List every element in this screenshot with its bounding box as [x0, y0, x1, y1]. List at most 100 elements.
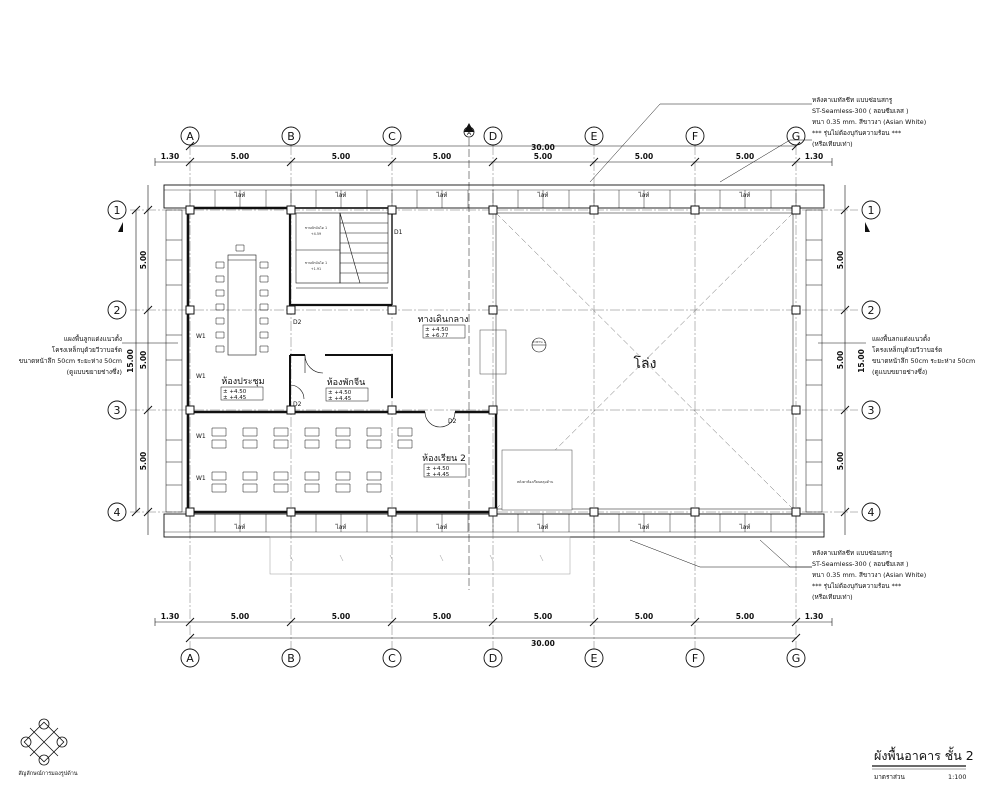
grid-bubble-left-3: 3: [107, 400, 127, 420]
dim-total-right: 15.00: [857, 349, 866, 373]
svg-text:ขนาดหน้าลึก 50cm ระยะห่าง 50cm: ขนาดหน้าลึก 50cm ระยะห่าง 50cm: [19, 357, 122, 365]
svg-text:ไลท์: ไลท์: [537, 523, 549, 531]
dim-bay-left-34: 5.00: [139, 452, 148, 471]
dim-overhang-top-left: 1.30: [161, 152, 180, 161]
tag-d1-stair: D1: [394, 229, 403, 236]
grid-bubble-top-c: C: [382, 126, 402, 146]
svg-text:2: 2: [868, 304, 875, 317]
room-label-meeting: ห้องประชุม: [221, 376, 264, 387]
grid-bubble-top-f: F: [685, 126, 705, 146]
svg-text:1: 1: [868, 204, 875, 217]
shade-fins: [165, 209, 823, 513]
staircase: [295, 212, 389, 289]
void-area: [479, 212, 794, 511]
svg-text:ไลท์: ไลท์: [739, 523, 751, 531]
dim-bay-top-ab: 5.00: [231, 152, 250, 161]
grid-bubble-bottom-d: D: [483, 648, 503, 668]
stair-level-up: +4.59: [311, 232, 321, 236]
tag-w1-classroom-lower: W1: [196, 475, 206, 482]
svg-text:ไลท์: ไลท์: [234, 191, 246, 199]
overhang-strips: [163, 184, 825, 538]
dim-bay-bottom-fg: 5.00: [736, 612, 755, 621]
overhang-panel-labels: ไลท์ ไลท์ ไลท์ ไลท์ ไลท์ ไลท์ ไลท์ ไลท์ …: [234, 191, 751, 531]
columns: [185, 205, 801, 517]
tag-d2-pantry: D2: [293, 401, 302, 408]
grid-bubble-bottom-g: G: [786, 648, 806, 668]
room-label-shelf: หลังคาห้องเรียนคลุมด้าน: [517, 479, 554, 485]
elevation-symbol-logo: สัญลักษณ์การมองรูปด้าน: [18, 718, 78, 777]
tag-d2-classroom: D2: [448, 418, 457, 425]
svg-text:± +4.45: ± +4.45: [426, 472, 450, 478]
scale-value: 1:100: [948, 773, 966, 781]
dim-overhang-bottom-right: 1.30: [805, 612, 824, 621]
grid-bubble-bottom-e: E: [584, 648, 604, 668]
dim-bay-top-fg: 5.00: [736, 152, 755, 161]
drawing-title: ผังพื้นอาคาร ชั้น 2: [874, 746, 974, 763]
svg-text:หนา 0.35 mm. สีขาวงา (Asian Wh: หนา 0.35 mm. สีขาวงา (Asian White): [812, 118, 926, 126]
svg-text:ST-Seamless-300 ( ลอนซีมเลส ): ST-Seamless-300 ( ลอนซีมเลส ): [812, 560, 908, 568]
svg-text:ไลท์: ไลท์: [537, 191, 549, 199]
meeting-chairs: [215, 244, 269, 353]
grid-bubble-top-a: A: [180, 126, 200, 146]
dim-total-left: 15.00: [126, 349, 135, 373]
svg-text:หลังคาเมทัลชีท แบบซ่อนสกรู: หลังคาเมทัลชีท แบบซ่อนสกรู: [812, 96, 893, 104]
svg-text:(หรือเทียบเท่า): (หรือเทียบเท่า): [812, 593, 853, 601]
grid-bubbles: A B C D E F G A B C D E F G 1 2 3 4 1 2 …: [107, 126, 881, 668]
svg-text:(ดูแบบขยายช่างซึ่ง): (ดูแบบขยายช่างซึ่ง): [872, 367, 927, 376]
svg-text:± +4.50: ± +4.50: [328, 390, 352, 396]
svg-text:E: E: [591, 130, 598, 143]
svg-text:F: F: [692, 652, 698, 665]
scale-label: มาตราส่วน: [874, 773, 905, 781]
room-label-classroom: ห้องเรียน 2: [422, 453, 466, 464]
dim-bay-bottom-ab: 5.00: [231, 612, 250, 621]
note-roof-top: หลังคาเมทัลชีท แบบซ่อนสกรู ST-Seamless-3…: [812, 96, 926, 148]
dim-total-bottom: 30.00: [531, 639, 555, 648]
note-shade-right: แผงพื้นลกแต่งแนวตั้ง โครงเหล็กบุด้วยวีวา…: [872, 334, 975, 376]
grid-bubble-top-e: E: [584, 126, 604, 146]
dimension-ticks: [131, 141, 850, 643]
dim-overhang-bottom-left: 1.30: [161, 612, 180, 621]
svg-text:3: 3: [868, 404, 875, 417]
svg-text:A: A: [186, 130, 194, 143]
svg-text:ไลท์: ไลท์: [436, 191, 448, 199]
room-label-pantry: ห้องพักจีน: [327, 377, 366, 388]
grid-bubble-top-g: G: [786, 126, 806, 146]
svg-text:3: 3: [114, 404, 121, 417]
grid-bubble-left-1: 1: [107, 200, 127, 220]
dim-bay-top-cd: 5.00: [433, 152, 452, 161]
svg-text:± +4.50: ± +4.50: [425, 327, 449, 333]
svg-text:± +6.77: ± +6.77: [425, 333, 449, 339]
grid-bubble-right-4: 4: [861, 502, 881, 522]
doors: [289, 354, 456, 428]
svg-text:ไลท์: ไลท์: [739, 191, 751, 199]
grid-bubble-right-3: 3: [861, 400, 881, 420]
svg-text:โครงเหล็กบุด้วยวีวาบอร์ด: โครงเหล็กบุด้วยวีวาบอร์ด: [872, 345, 942, 354]
svg-text:± +4.50: ± +4.50: [426, 466, 450, 472]
meeting-table: [227, 254, 257, 356]
tag-w1-meeting: W1: [196, 333, 206, 340]
svg-text:ไลท์: ไลท์: [234, 523, 246, 531]
svg-text:E: E: [591, 652, 598, 665]
grid-bubble-bottom-c: C: [382, 648, 402, 668]
grid-bubble-top-d: D: [483, 126, 503, 146]
dim-bay-top-ef: 5.00: [635, 152, 654, 161]
room-label-corridor: ทางเดินกลาง: [418, 314, 469, 325]
svg-text:*** รุ่นไม่ต้องบุกันความร้อน *: *** รุ่นไม่ต้องบุกันความร้อน ***: [812, 129, 901, 137]
svg-text:ขนาดหน้าลึก 50cm ระยะห่าง 50cm: ขนาดหน้าลึก 50cm ระยะห่าง 50cm: [872, 357, 975, 365]
svg-text:ไลท์: ไลท์: [436, 523, 448, 531]
dim-bay-left-12: 5.00: [139, 251, 148, 270]
svg-text:G: G: [792, 130, 801, 143]
svg-text:(ดูแบบขยายช่างซึ่ง): (ดูแบบขยายช่างซึ่ง): [67, 367, 122, 376]
stair-label-down: ชานพักบันได 1: [305, 261, 327, 265]
opening-tags: W1 W1 W1 W1 D2 D2 D2 D1: [196, 229, 457, 482]
dim-bay-bottom-de: 5.00: [534, 612, 553, 621]
svg-text:± +4.45: ± +4.45: [328, 396, 352, 402]
room-label-void: โล่ง: [634, 355, 657, 372]
svg-text:2: 2: [114, 304, 121, 317]
dim-bay-right-23: 5.00: [836, 351, 845, 370]
svg-text:ไลท์: ไลท์: [638, 523, 650, 531]
svg-text:F: F: [692, 130, 698, 143]
dim-bay-top-de: 5.00: [534, 152, 553, 161]
svg-text:D: D: [489, 652, 497, 665]
